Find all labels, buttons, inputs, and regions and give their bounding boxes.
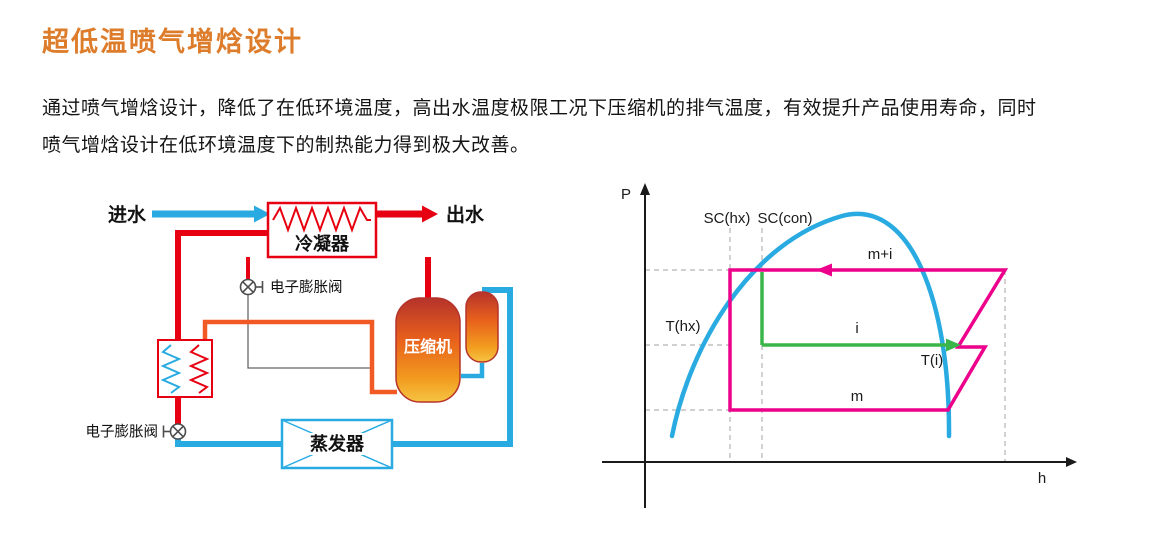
t-i-label: T(i): [921, 352, 944, 369]
y-axis-label: P: [621, 186, 631, 203]
chart-labels: P h SC(hx) SC(con) m+i i m T(hx) T(i): [621, 186, 1046, 487]
condenser-to-hx-pipe: [175, 230, 268, 341]
evaporator: 蒸发器: [280, 418, 394, 470]
condenser: 冷凝器: [266, 201, 378, 259]
valve-cross: [242, 281, 254, 293]
main-cycle-outline: [728, 268, 1009, 412]
injection-path: [760, 272, 946, 347]
separator-to-compressor-pipe: [461, 363, 485, 379]
compressor-label: 压缩机: [404, 337, 452, 356]
water-inlet: 进水: [108, 204, 270, 226]
mass-flow-i-label: i: [855, 320, 858, 337]
economizer-heat-exchanger: [157, 339, 213, 398]
injection-flow-arrow-icon: [946, 338, 961, 352]
condenser-label: 冷凝器: [295, 233, 350, 254]
y-axis-arrow-icon: [640, 183, 650, 195]
description: 通过喷气增焓设计，降低了在低环境温度，高出水温度极限工况下压缩机的排气温度，有效…: [42, 90, 1122, 164]
page-title: 超低温喷气增焓设计: [42, 27, 303, 57]
compressor: 压缩机: [395, 297, 461, 403]
water-in-arrow-icon: [254, 205, 270, 223]
heat-exchanger-cold-coil-icon: [160, 344, 182, 394]
sc-con-label: SC(con): [757, 210, 812, 227]
eev-injection-label: 电子膨胀阀: [270, 279, 343, 296]
heat-exchanger-hot-coil-icon: [188, 344, 210, 394]
t-hx-label: T(hx): [666, 318, 701, 335]
water-outlet: 出水: [376, 203, 485, 226]
refrigeration-cycle-diagram: 进水 出水 冷凝器 蒸发器: [86, 201, 513, 470]
water-in-label: 进水: [108, 204, 147, 226]
x-axis-label: h: [1038, 470, 1046, 487]
eev-to-evaporator-pipe: [175, 438, 282, 447]
axes: [602, 192, 1066, 508]
water-out-arrow-icon: [422, 205, 438, 223]
injection-control-line: [247, 294, 371, 369]
description-line-1: 通过喷气增焓设计，降低了在低环境温度，高出水温度极限工况下压缩机的排气温度，有效…: [42, 98, 1037, 119]
high-pressure-pipes: [175, 230, 431, 424]
saturation-dome-curve: [669, 211, 952, 439]
x-axis-arrow-icon: [1066, 457, 1077, 467]
compressor-tank: [395, 297, 461, 403]
mass-flow-m-label: m: [851, 388, 864, 405]
economizer-pipe: [202, 319, 397, 395]
separator-tank: [465, 291, 499, 363]
description-line-2: 喷气增焓设计在低环境温度下的制热能力得到极大改善。: [42, 135, 530, 156]
mass-flow-m-plus-i-label: m+i: [868, 246, 893, 263]
condensing-flow-arrow-icon: [816, 263, 832, 277]
eev-injection: 电子膨胀阀: [239, 278, 343, 296]
water-out-label: 出水: [446, 203, 485, 226]
condenser-coil-icon: [272, 205, 371, 233]
pressure-enthalpy-chart: P h SC(hx) SC(con) m+i i m T(hx) T(i): [602, 183, 1077, 508]
evaporator-label: 蒸发器: [310, 433, 365, 454]
evaporator-to-separator-pipe: [392, 287, 513, 447]
eev-main: 电子膨胀阀: [86, 423, 187, 441]
low-pressure-pipes: [175, 287, 513, 447]
valve-cross: [172, 425, 184, 438]
sc-hx-label: SC(hx): [704, 210, 751, 227]
evaporator-label-bg: [306, 433, 368, 455]
eev-main-label: 电子膨胀阀: [86, 424, 159, 441]
